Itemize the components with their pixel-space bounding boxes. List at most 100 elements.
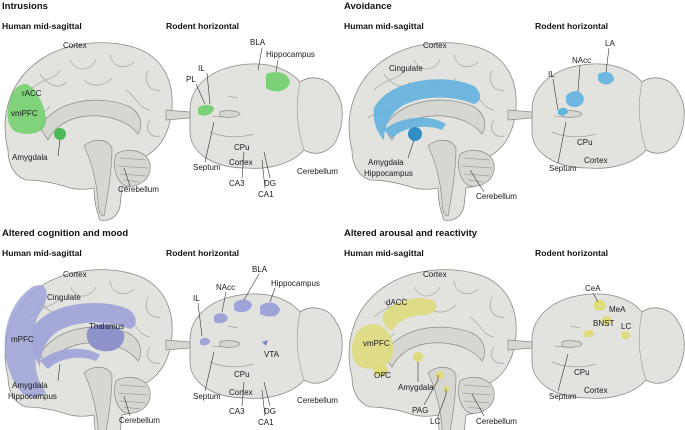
- label-cerebellum: Cerebellum: [297, 396, 338, 405]
- region-la-avoidance: [598, 72, 614, 85]
- label-amygdala: Amygdala: [368, 158, 404, 167]
- subtitle-human-arousal: Human mid-sagittal: [344, 248, 424, 258]
- label-cpu: CPu: [234, 143, 250, 152]
- region-vmpfc-intrusions: [7, 83, 46, 134]
- subtitle-rodent-intrusions: Rodent horizontal: [166, 21, 239, 31]
- leader-lines: [557, 292, 599, 392]
- region-amygdala-avoidance: [408, 127, 422, 141]
- human-brain-avoidance: [348, 42, 517, 221]
- label-cerebellum: Cerebellum: [476, 192, 517, 201]
- label-septum: Septum: [193, 392, 221, 401]
- label-dg: DG: [264, 407, 276, 416]
- label-ca1: CA1: [258, 190, 274, 199]
- region-cingulate-avoidance: [373, 79, 480, 140]
- label-vmpfc: vmPFC: [363, 339, 390, 348]
- leader-lines: [407, 139, 485, 193]
- rodent-brain-arousal: [507, 293, 685, 399]
- label-dg: DG: [264, 179, 276, 188]
- label-mea: MeA: [609, 305, 626, 314]
- label-cortex: Cortex: [229, 158, 253, 167]
- subtitle-rodent-arousal: Rodent horizontal: [535, 248, 608, 258]
- region-cingulate-cognition: [32, 303, 136, 367]
- region-cea-arousal: [594, 299, 606, 311]
- region-il-pl-intrusions: [198, 105, 214, 116]
- label-lc: LC: [430, 417, 440, 426]
- region-lc-arousal: [622, 331, 630, 340]
- human-brain-intrusions: [4, 42, 173, 221]
- leader-lines: [197, 273, 276, 417]
- label-vta: VTA: [264, 350, 280, 359]
- leader-lines: [195, 47, 279, 189]
- label-cpu: CPu: [577, 138, 593, 147]
- region-amygdala-intrusions: [54, 128, 66, 140]
- label-septum: Septum: [193, 163, 221, 172]
- label-cortex: Cortex: [229, 388, 253, 397]
- section-title-arousal: Altered arousal and reactivity: [344, 228, 478, 239]
- human-brain-arousal: [348, 269, 517, 430]
- label-cortex: Cortex: [63, 270, 87, 279]
- label-bla: BLA: [250, 38, 266, 47]
- label-amygdala: Amygdala: [398, 383, 434, 392]
- label-nacc: NAcc: [216, 283, 235, 292]
- leader-lines: [552, 47, 610, 164]
- label-cortex: Cortex: [423, 41, 447, 50]
- leader-lines: [381, 362, 485, 417]
- label-la: LA: [605, 39, 615, 48]
- label-nacc: NAcc: [572, 56, 591, 65]
- label-cea: CeA: [585, 284, 601, 293]
- region-il-avoidance: [558, 107, 568, 116]
- label-cingulate: Cingulate: [47, 293, 81, 302]
- label-cerebellum: Cerebellum: [476, 417, 517, 426]
- region-bla-cognition: [234, 299, 252, 312]
- label-cerebellum: Cerebellum: [297, 167, 338, 176]
- label-cingulate: Cingulate: [389, 64, 423, 73]
- label-ca1: CA1: [258, 418, 274, 427]
- section-title-intrusions: Intrusions: [2, 1, 48, 12]
- leader-lines: [57, 363, 131, 417]
- label-bnst: BNST: [593, 319, 614, 328]
- label-hippocampus: Hippocampus: [8, 392, 57, 401]
- label-cerebellum: Cerebellum: [118, 185, 159, 194]
- label-septum: Septum: [549, 164, 577, 173]
- label-cortex: Cortex: [423, 270, 447, 279]
- label-ca3: CA3: [229, 407, 245, 416]
- region-il-cognition: [200, 337, 210, 346]
- label-cerebellum: Cerebellum: [119, 416, 160, 425]
- label-mpfc: mPFC: [11, 335, 34, 344]
- subtitle-human-intrusions: Human mid-sagittal: [2, 21, 82, 31]
- region-dacc-arousal: [382, 298, 437, 331]
- label-amygdala: Amygdala: [12, 153, 48, 162]
- subtitle-human-cognition: Human mid-sagittal: [2, 248, 82, 258]
- subtitle-human-avoidance: Human mid-sagittal: [344, 21, 424, 31]
- region-pag-arousal: [436, 371, 444, 379]
- region-vta-cognition: [262, 340, 268, 346]
- region-hippocampus-cognition: [260, 302, 280, 317]
- region-amygdala-arousal: [413, 352, 423, 362]
- region-ofc-arousal: [374, 364, 388, 376]
- region-mea-arousal: [602, 315, 612, 325]
- subtitle-rodent-avoidance: Rodent horizontal: [535, 21, 608, 31]
- region-thalamus-cognition: [86, 324, 125, 352]
- human-brain-cognition: [4, 269, 173, 430]
- label-il: IL: [548, 70, 555, 79]
- region-nacc-cognition: [214, 313, 228, 324]
- label-il: IL: [193, 294, 200, 303]
- label-ca3: CA3: [229, 179, 245, 188]
- region-bla-hippocampus-intrusions: [266, 72, 290, 92]
- label-amygdala: Amygdala: [12, 381, 48, 390]
- label-pl: PL: [186, 75, 196, 84]
- leader-line: [57, 139, 61, 157]
- region-bnst-arousal: [584, 329, 594, 338]
- label-il: IL: [198, 64, 205, 73]
- label-cortex: Cortex: [584, 156, 608, 165]
- leader-line: [123, 167, 131, 187]
- label-hippocampus: Hippocampus: [266, 50, 315, 59]
- label-hippocampus: Hippocampus: [271, 279, 320, 288]
- label-septum: Septum: [549, 392, 577, 401]
- region-hippocampus-avoidance: [384, 117, 446, 138]
- label-pag: PAG: [412, 406, 428, 415]
- label-cpu: CPu: [234, 370, 250, 379]
- label-hippocampus: Hippocampus: [364, 169, 413, 178]
- rodent-brain-intrusions: [165, 63, 343, 169]
